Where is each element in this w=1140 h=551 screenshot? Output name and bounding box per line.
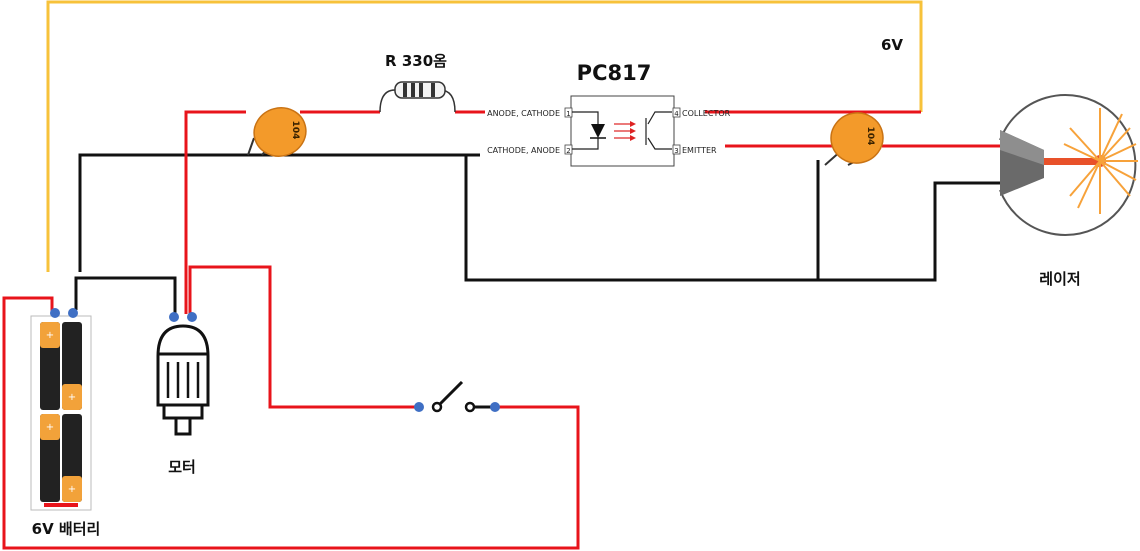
battery-plus-4: + — [68, 484, 76, 495]
resistor — [379, 81, 456, 113]
negative-wiring — [74, 153, 1000, 314]
battery-plus-2: + — [46, 422, 54, 433]
ic-pin1-number: 1 — [566, 110, 570, 118]
supply-voltage-label: 6V — [881, 36, 903, 54]
laser-icon — [999, 94, 1138, 236]
supply-wire — [46, 0, 923, 272]
capacitor-left: 104 — [247, 107, 307, 157]
positive-wiring — [2, 110, 1000, 550]
ic-pin3-label: EMITTER — [682, 146, 717, 155]
ic-pin4-number: 4 — [674, 110, 679, 118]
capacitor-left-code: 104 — [290, 121, 300, 140]
ic-pin4-label: COLLECTOR — [682, 109, 731, 118]
battery-plus-1: + — [46, 330, 54, 341]
motor-terminal-negative — [169, 312, 179, 322]
capacitor-right-code: 104 — [865, 127, 875, 146]
motor-terminal-positive — [187, 312, 197, 322]
battery-pack: + + + + — [30, 315, 92, 511]
capacitor-right: 104 — [824, 112, 884, 166]
ic-title: PC817 — [577, 61, 652, 85]
battery-label: 6V 배터리 — [32, 520, 101, 538]
resistor-label: R 330옴 — [385, 52, 447, 70]
motor-icon — [156, 324, 210, 436]
battery-terminal-negative — [68, 308, 78, 318]
ic-pin1-label: ANODE, CATHODE — [487, 109, 560, 118]
optocoupler-ic: 1 2 4 3 — [564, 95, 681, 167]
battery-plus-3: + — [68, 392, 76, 403]
ic-pin2-label: CATHODE, ANODE — [487, 146, 560, 155]
battery-terminal-positive — [50, 308, 60, 318]
laser-label: 레이저 — [1039, 270, 1080, 288]
motor-label: 모터 — [168, 458, 196, 476]
switch-icon — [414, 380, 500, 413]
ic-pin3-number: 3 — [674, 147, 678, 155]
ic-pin2-number: 2 — [566, 147, 570, 155]
